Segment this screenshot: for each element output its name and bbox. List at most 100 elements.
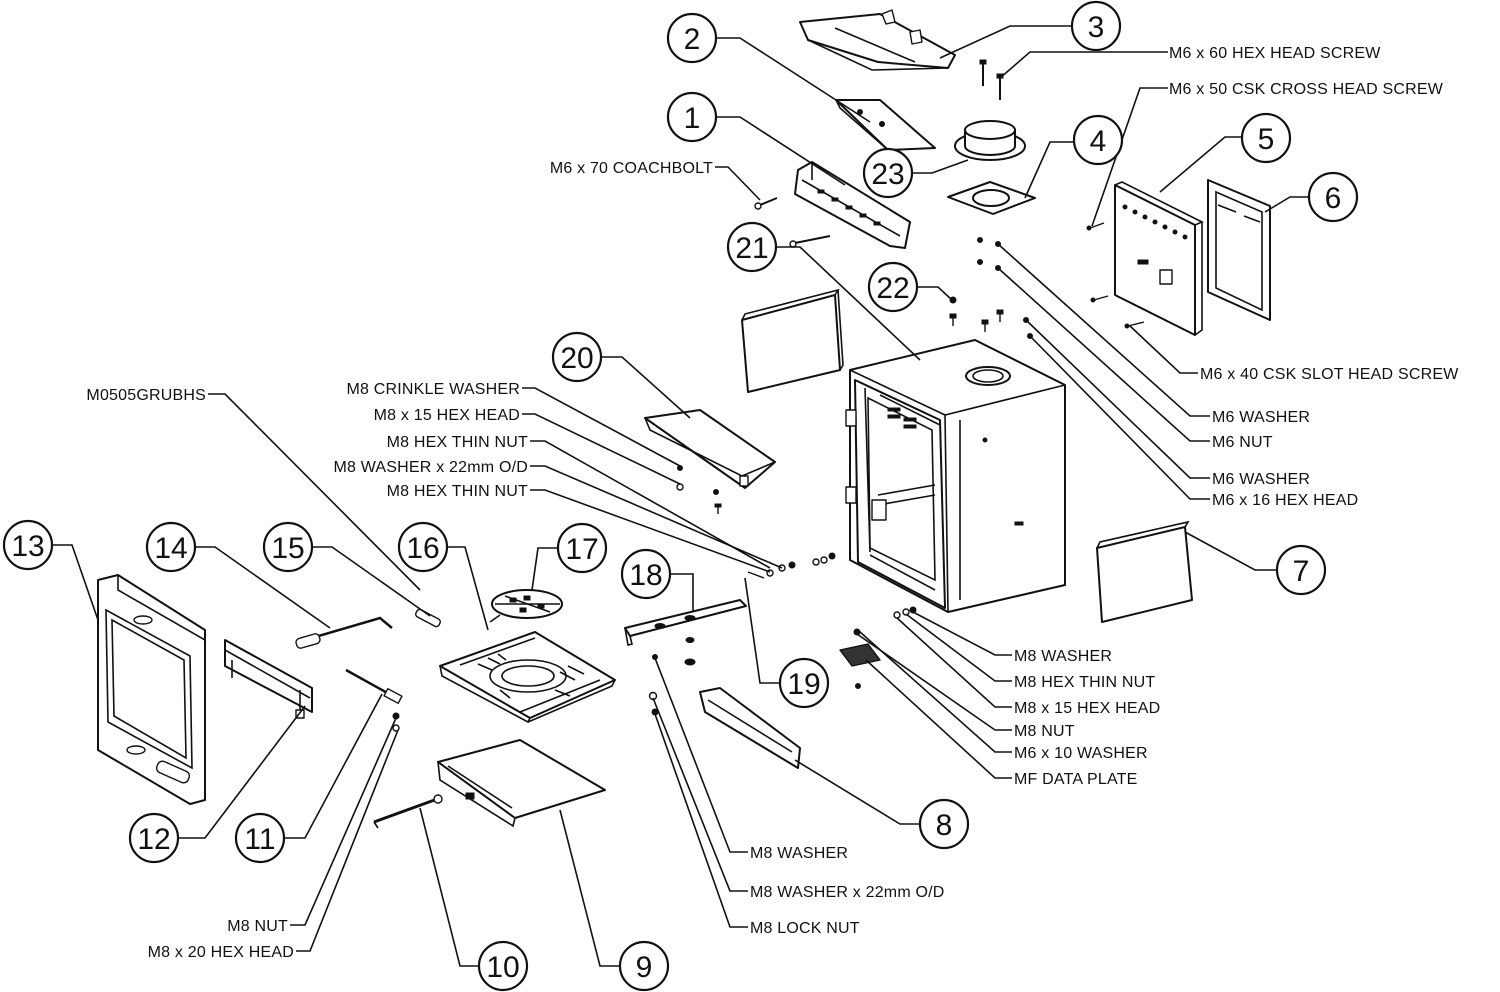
part-7-side-firebrick-right — [1096, 520, 1193, 623]
callout-23: 23 — [862, 147, 914, 199]
label-m8-thin-b: M8 HEX THIN NUT — [387, 483, 528, 500]
label-mf-plate: MF DATA PLATE — [1014, 771, 1138, 788]
svg-text:16: 16 — [406, 532, 439, 565]
label-m8-crinkle: M8 CRINKLE WASHER — [346, 381, 520, 398]
svg-text:3: 3 — [1088, 11, 1105, 44]
svg-text:23: 23 — [871, 158, 904, 191]
callout-22: 22 — [867, 261, 919, 313]
callout-5: 5 — [1240, 112, 1292, 164]
part-20-firebrick — [644, 409, 776, 489]
part-13-door — [97, 574, 206, 805]
label-m8-lock: M8 LOCK NUT — [750, 920, 860, 937]
label-m8-washer-r: M8 WASHER — [1014, 648, 1112, 665]
callout-20: 20 — [551, 331, 603, 383]
callout-7: 7 — [1275, 544, 1327, 596]
svg-text:15: 15 — [271, 532, 304, 565]
m6x60-screws — [979, 59, 1004, 100]
part-4-flue-gasket — [947, 181, 1036, 215]
callout-2: 2 — [666, 12, 718, 64]
svg-text:8: 8 — [936, 809, 953, 842]
callout-9: 9 — [618, 940, 670, 992]
callout-17: 17 — [556, 522, 608, 574]
flue-fixings — [949, 237, 1033, 339]
svg-text:14: 14 — [154, 532, 187, 565]
label-m8-nut-r: M8 NUT — [1014, 723, 1075, 740]
part-8-front-trim — [699, 687, 801, 769]
part-3-top-baffle — [799, 9, 956, 71]
label-m6x50: M6 x 50 CSK CROSS HEAD SCREW — [1169, 81, 1444, 98]
svg-text:18: 18 — [629, 559, 662, 592]
svg-text:12: 12 — [137, 823, 170, 856]
svg-text:10: 10 — [486, 951, 519, 984]
callout-15: 15 — [262, 521, 314, 573]
part-10-tool — [373, 794, 443, 829]
part-2-baffle-plate — [835, 99, 936, 151]
callout-3: 3 — [1070, 0, 1122, 52]
callout-8: 8 — [918, 798, 970, 850]
label-m8-nut-l: M8 NUT — [227, 918, 288, 935]
coachbolt-b — [789, 235, 831, 248]
part-16-grate-bed — [439, 631, 616, 724]
m6-csk-screws — [1086, 222, 1145, 329]
part-21-stove-body — [845, 339, 1066, 613]
callout-16: 16 — [397, 521, 449, 573]
part-15-knob — [415, 608, 441, 628]
label-m6x70: M6 x 70 COACHBOLT — [550, 160, 713, 177]
part-23-flue-collar — [954, 120, 1026, 161]
svg-text:20: 20 — [560, 342, 593, 375]
part-labels: M6 x 60 HEX HEAD SCREW M6 x 50 CSK CROSS… — [86, 45, 1459, 961]
svg-text:2: 2 — [684, 23, 701, 56]
svg-text:5: 5 — [1258, 123, 1275, 156]
label-m6x60: M6 x 60 HEX HEAD SCREW — [1169, 45, 1381, 62]
svg-text:1: 1 — [684, 102, 701, 135]
m8-fixings-a — [676, 465, 722, 514]
svg-text:19: 19 — [787, 668, 820, 701]
callout-18: 18 — [620, 548, 672, 600]
part-6-rear-gasket — [1207, 179, 1271, 321]
svg-text:7: 7 — [1293, 555, 1310, 588]
label-m6-nut: M6 NUT — [1212, 434, 1273, 451]
coachbolt-a — [754, 197, 778, 210]
svg-text:21: 21 — [735, 232, 768, 265]
label-m6-washer-b: M6 WASHER — [1212, 471, 1310, 488]
m8-fixings-b — [747, 552, 836, 579]
part-5-rear-plate — [1114, 181, 1204, 336]
callout-19: 19 — [778, 657, 830, 709]
callout-13: 13 — [2, 519, 54, 571]
callout-6: 6 — [1307, 171, 1359, 223]
label-m8-thin-a: M8 HEX THIN NUT — [387, 434, 528, 451]
label-m8-thin-r: M8 HEX THIN NUT — [1014, 674, 1155, 691]
label-m6-washer-a: M6 WASHER — [1212, 409, 1310, 426]
callout-1: 1 — [666, 91, 718, 143]
svg-text:17: 17 — [565, 533, 598, 566]
mf-data-plate — [839, 643, 881, 667]
svg-text:6: 6 — [1325, 182, 1342, 215]
part-9-ashpan — [437, 739, 606, 828]
callout-12: 12 — [128, 812, 180, 864]
part-18-bracket — [624, 599, 747, 666]
callout-10: 10 — [477, 940, 529, 992]
part-11-riddler — [345, 668, 403, 732]
part-14-handle — [295, 616, 393, 649]
label-m8w22-a: M8 WASHER x 22mm O/D — [333, 459, 528, 476]
callout-14: 14 — [145, 521, 197, 573]
callout-4: 4 — [1072, 114, 1124, 166]
label-m8x15-r: M8 x 15 HEX HEAD — [1014, 700, 1160, 717]
callout-21: 21 — [726, 221, 778, 273]
part-17-grate — [489, 589, 563, 623]
label-m6x10: M6 x 10 WASHER — [1014, 745, 1148, 762]
label-grub: M0505GRUBHS — [86, 387, 206, 404]
leader-lines — [52, 25, 1310, 967]
label-m8w22-b: M8 WASHER x 22mm O/D — [750, 884, 945, 901]
svg-text:22: 22 — [876, 272, 909, 305]
label-m8x15-a: M8 x 15 HEX HEAD — [374, 407, 520, 424]
label-m6x40: M6 x 40 CSK SLOT HEAD SCREW — [1200, 366, 1459, 383]
callout-11: 11 — [234, 812, 286, 864]
svg-text:9: 9 — [636, 951, 653, 984]
part-1-airwash-tube — [794, 161, 911, 249]
label-m8x20: M8 x 20 HEX HEAD — [148, 944, 294, 961]
part-12-door-glass-frame — [224, 639, 313, 719]
svg-text:11: 11 — [244, 823, 275, 856]
svg-text:4: 4 — [1090, 125, 1107, 158]
